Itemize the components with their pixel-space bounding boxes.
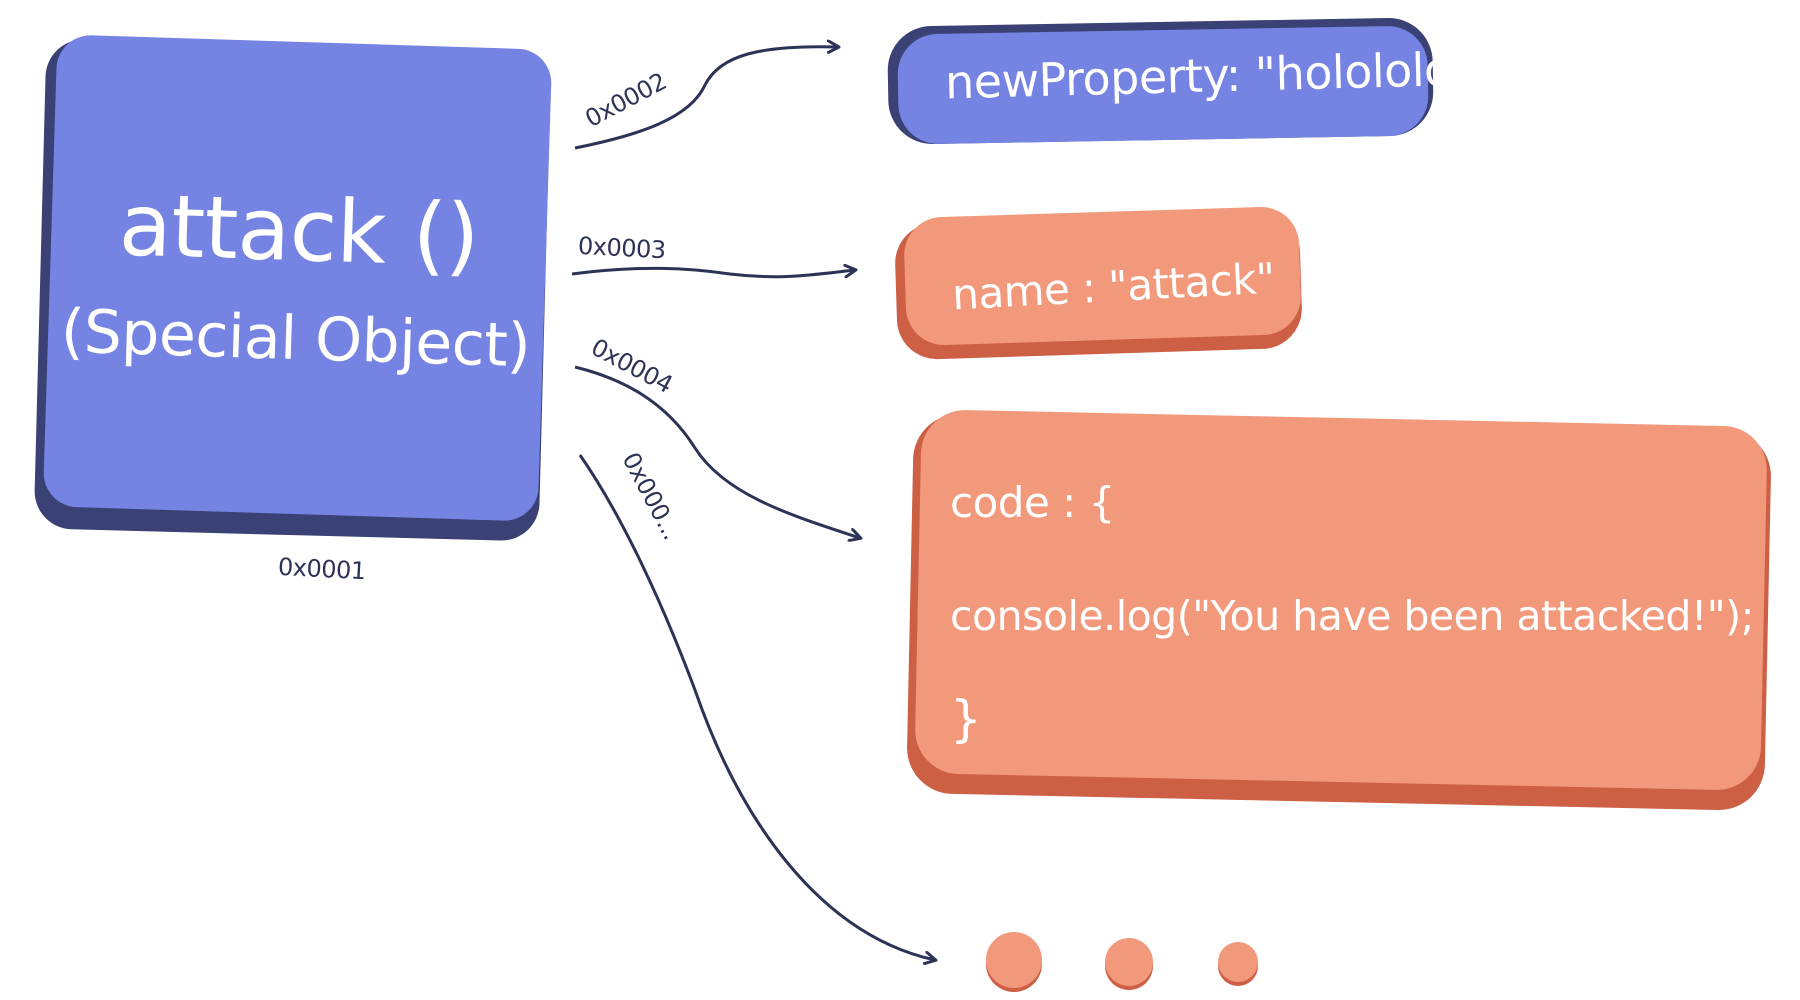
more-dot-3 [1218,942,1258,982]
code-line-close: } [950,690,982,748]
arrow-to-name [571,268,855,279]
address-label-name: 0x0003 [577,231,667,265]
arrow-to-code [574,365,860,538]
arrow-to-more [578,454,935,960]
more-dot-2 [1105,938,1153,986]
arrow-to-newproperty [574,47,838,150]
object-title: attack () [117,175,481,287]
object-address: 0x0001 [277,552,367,586]
object-box: attack () (Special Object) [42,34,553,522]
more-dot-1 [986,932,1042,988]
object-subtitle: (Special Object) [59,296,532,382]
code-line-console: console.log("You have been attacked!"); [950,592,1754,640]
code-line-open: code : { [950,478,1115,527]
